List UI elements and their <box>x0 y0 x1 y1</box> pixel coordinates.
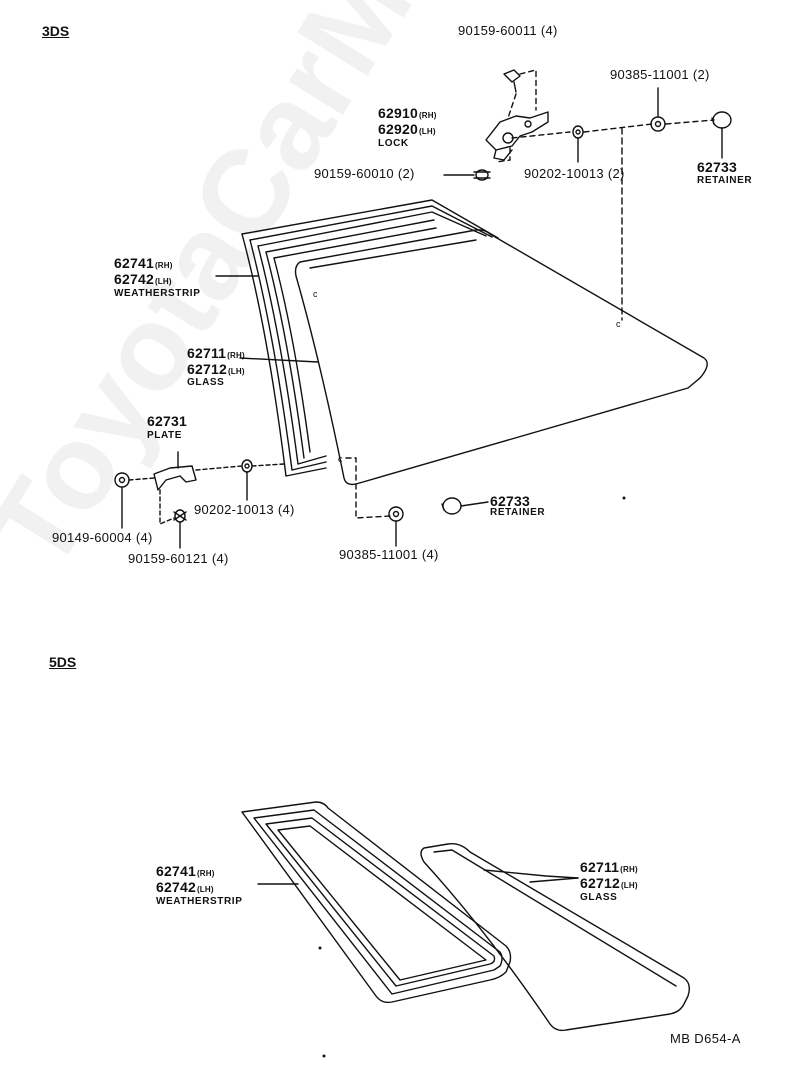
3ds-plate-drawing <box>114 275 489 549</box>
3ds-lock-drawing <box>443 69 732 321</box>
diagram-code: MB D654-A <box>670 1031 741 1046</box>
3ds-weatherstrip-drawing <box>241 199 499 477</box>
label-glass-rh: 62711(RH) <box>187 345 245 361</box>
label-washer-lock: 90202-10013 (2) <box>524 166 625 181</box>
label-glass-name: GLASS <box>187 377 225 388</box>
label-nut-bottom: 90385-11001 (4) <box>339 547 439 562</box>
label-5ds-glass-rh: 62711(RH) <box>580 859 638 875</box>
label-retainer-bottom-part: 62733 <box>490 493 530 509</box>
3ds-glass-drawing: c c c <box>294 229 708 486</box>
label-glass-lh: 62712(LH) <box>187 361 245 377</box>
section-title-3ds: 3DS <box>42 23 70 39</box>
label-screw-plate: 90159-60121 (4) <box>128 551 229 566</box>
label-5ds-weatherstrip-lh: 62742(LH) <box>156 879 214 895</box>
label-plate-part: 62731 <box>147 413 187 429</box>
label-plate-name: PLATE <box>147 430 183 441</box>
label-retainer-right-name: RETAINER <box>697 175 753 186</box>
label-nut-left: 90149-60004 (4) <box>52 530 153 545</box>
5ds-glass-drawing <box>420 842 691 1032</box>
label-retainer-right-part: 62733 <box>697 159 737 175</box>
5ds-leader-lines <box>257 877 579 885</box>
label-retainer-bottom-name: RETAINER <box>490 507 546 518</box>
5ds-weatherstrip-drawing <box>241 801 512 1004</box>
label-lock-rh: 62910(RH) <box>378 105 437 121</box>
svg-text:c: c <box>313 289 318 299</box>
label-weatherstrip-rh: 62741(RH) <box>114 255 173 271</box>
label-5ds-weatherstrip-rh: 62741(RH) <box>156 863 215 879</box>
label-screw-lock: 90159-60010 (2) <box>314 166 415 181</box>
section-title-5ds: 5DS <box>49 654 77 670</box>
label-lock-name: LOCK <box>378 138 409 149</box>
label-weatherstrip-lh: 62742(LH) <box>114 271 172 287</box>
label-5ds-glass-lh: 62712(LH) <box>580 875 638 891</box>
label-5ds-weatherstrip-name: WEATHERSTRIP <box>156 896 243 907</box>
label-weatherstrip-name: WEATHERSTRIP <box>114 288 201 299</box>
label-nut-right: 90385-11001 (2) <box>610 67 710 82</box>
label-5ds-glass-name: GLASS <box>580 892 618 903</box>
label-lock-lh: 62920(LH) <box>378 121 436 137</box>
label-washer-plate: 90202-10013 (4) <box>194 502 295 517</box>
svg-text:c: c <box>616 319 621 329</box>
label-screw-top: 90159-60011 (4) <box>458 23 558 38</box>
svg-text:c: c <box>338 454 343 464</box>
